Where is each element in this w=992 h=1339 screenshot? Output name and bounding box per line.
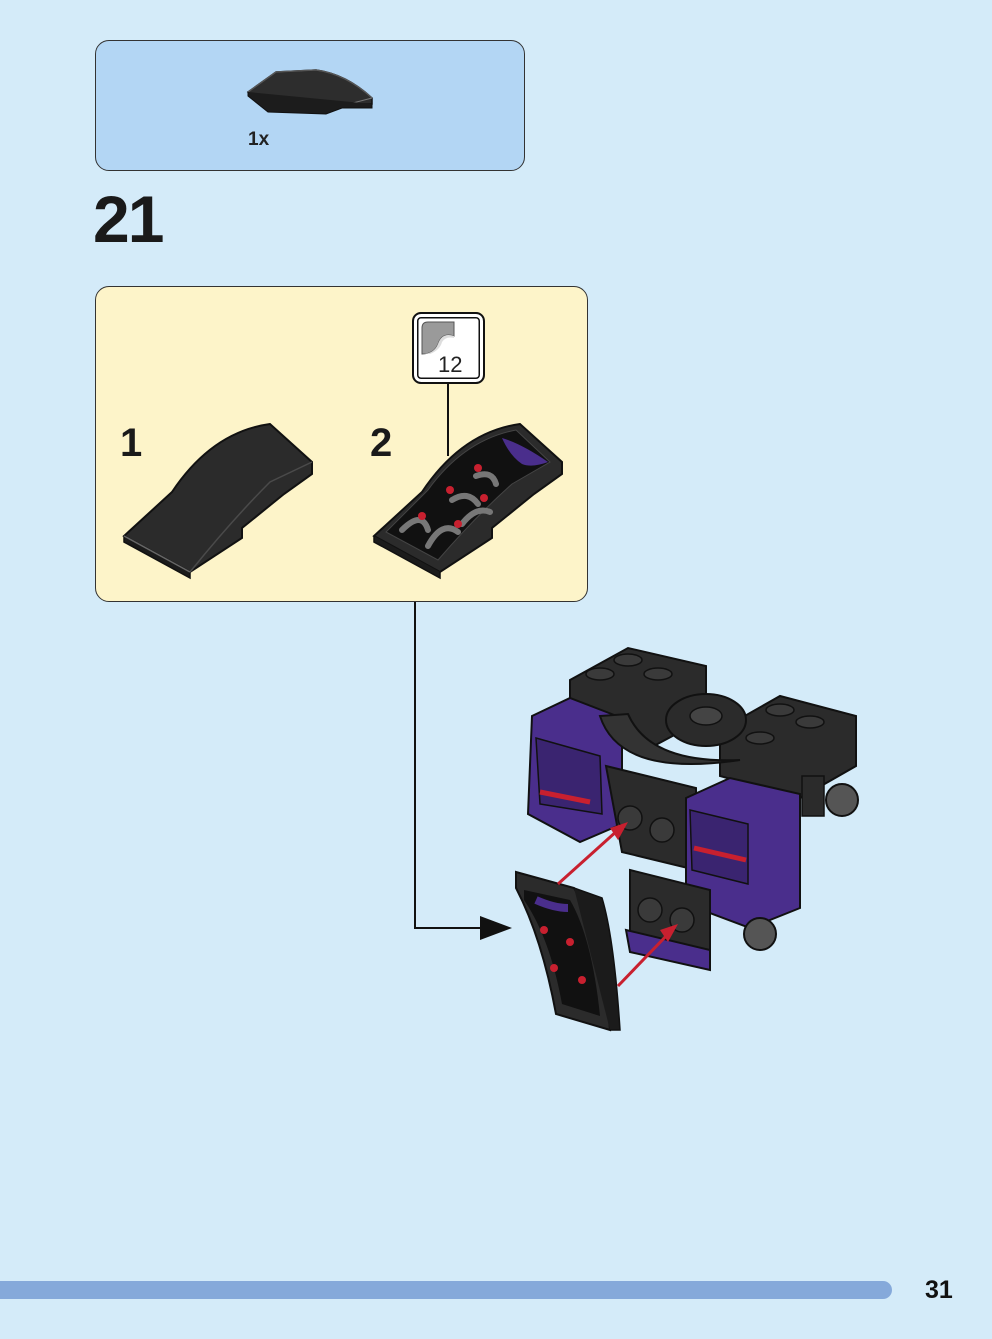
step-number: 21 <box>93 182 164 256</box>
sticker-icon <box>421 321 455 355</box>
sub-step-label-2: 2 <box>370 421 393 465</box>
part-quantity: 1x <box>248 129 270 150</box>
black-curved-slope-icon <box>246 69 373 115</box>
sub-step-label-1: 1 <box>120 421 143 465</box>
stickered-slope-icon <box>372 422 563 580</box>
sub-assembly-box: 1 2 <box>95 286 588 602</box>
sticker-callout: 12 <box>412 312 485 384</box>
sticker-number: 12 <box>438 352 463 377</box>
model-assembly-illustration <box>515 646 859 1032</box>
page-number: 31 <box>925 1276 953 1304</box>
black-curved-slope-icon <box>122 422 313 580</box>
page-progress-bar <box>0 1281 892 1299</box>
parts-list-box: 1x <box>95 40 525 171</box>
sticker-leader-line <box>447 384 449 456</box>
